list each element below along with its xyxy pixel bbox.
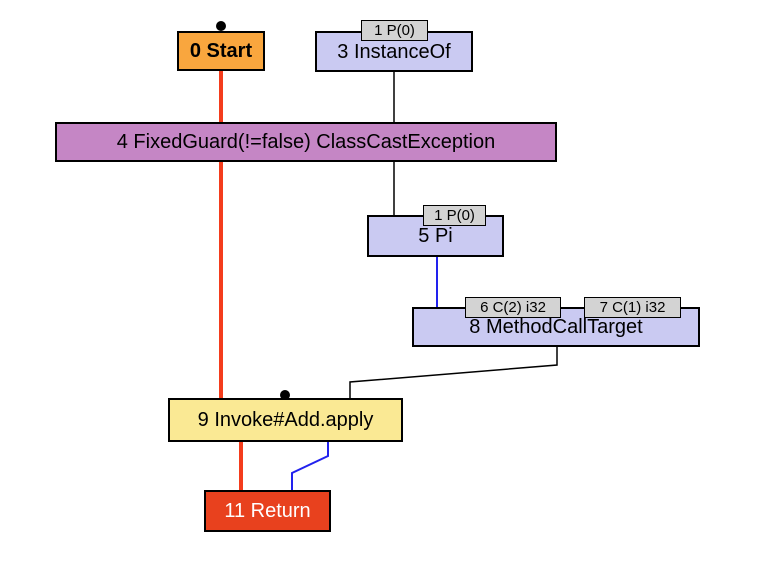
input-slot-pi-label: 1 P(0): [434, 207, 475, 224]
node-invoke[interactable]: 9 Invoke#Add.apply: [168, 398, 403, 442]
node-instanceof-label: 3 InstanceOf: [337, 40, 451, 63]
node-fixedguard[interactable]: 4 FixedGuard(!=false) ClassCastException: [55, 122, 557, 162]
input-slot-instanceof-label: 1 P(0): [374, 22, 415, 39]
input-slot-methodcalltarget-2-label: 7 C(1) i32: [599, 299, 666, 316]
edge-methodcalltarget-to-invoke: [349, 347, 558, 399]
input-slot-instanceof[interactable]: 1 P(0): [361, 20, 428, 41]
node-start[interactable]: 0 Start: [177, 31, 265, 71]
input-slot-methodcalltarget-1[interactable]: 6 C(2) i32: [465, 297, 561, 318]
node-fixedguard-label: 4 FixedGuard(!=false) ClassCastException: [116, 131, 496, 153]
node-start-label: 0 Start: [189, 40, 253, 62]
input-slot-pi[interactable]: 1 P(0): [423, 205, 486, 226]
node-return[interactable]: 11 Return: [204, 490, 331, 532]
node-return-label: 11 Return: [224, 500, 311, 522]
node-invoke-label: 9 Invoke#Add.apply: [197, 409, 374, 431]
input-slot-methodcalltarget-2[interactable]: 7 C(1) i32: [584, 297, 681, 318]
node-pi-label: 5 Pi: [418, 225, 453, 247]
input-slot-methodcalltarget-1-label: 6 C(2) i32: [480, 299, 546, 316]
edge-data-invoke-to-return: [291, 441, 329, 491]
node-methodcalltarget-label: 8 MethodCallTarget: [469, 316, 643, 338]
start-anchor-dot-icon: [216, 21, 226, 31]
invoke-anchor-dot-icon: [280, 390, 290, 400]
